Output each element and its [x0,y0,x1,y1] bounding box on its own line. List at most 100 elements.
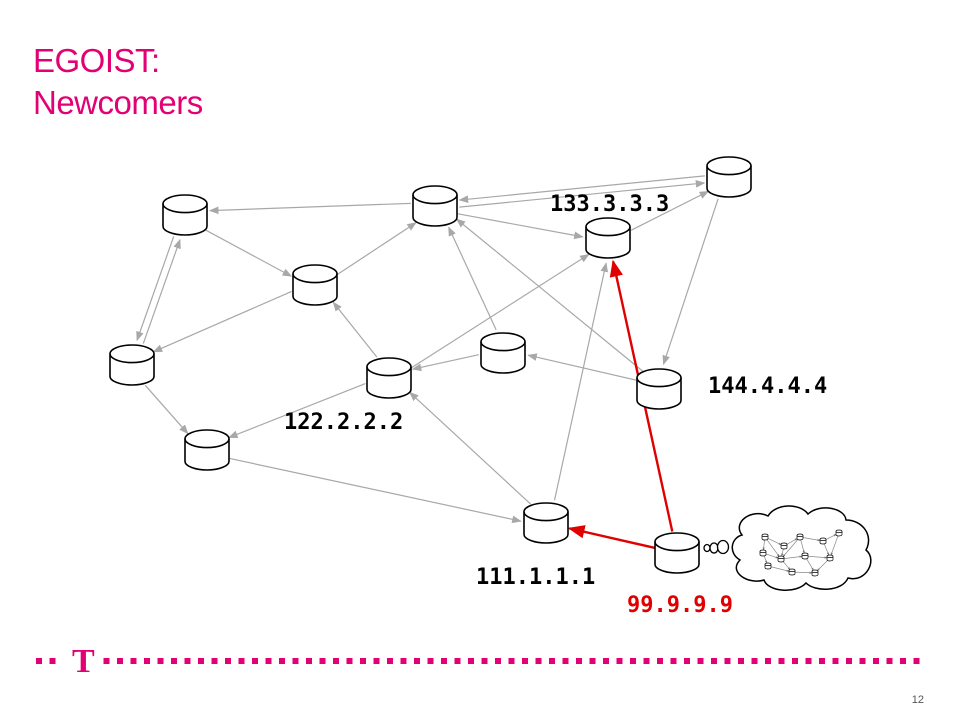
footer-dot [549,658,555,664]
footer-dot [346,658,353,664]
label-99: 99.9.9.9 [627,593,733,618]
edge-n1-n4 [204,228,293,277]
mini-router-icon [796,533,804,541]
footer-dot [144,658,150,664]
footer-dot [252,658,258,664]
footer-dot [562,658,569,664]
edge-n8-n5 [410,253,590,369]
mini-edge [830,535,839,556]
title-line-2: Newcomers [33,84,203,121]
mini-network [759,529,843,577]
mini-router-icon [780,542,788,550]
label-122: 122.2.2.2 [284,410,403,435]
mini-edge [783,555,803,559]
footer-dot [225,658,231,664]
footer-dot [427,658,434,664]
router-n4 [292,264,338,306]
edge-n9-n2 [455,218,644,372]
footer-dots [36,658,920,664]
mini-edge [762,539,765,551]
footer-dot [495,658,501,664]
router-n10 [184,429,230,471]
footer-dot [414,658,420,664]
label-133: 133.3.3.3 [550,192,669,217]
mini-edge [781,548,784,557]
footer-dot [535,658,542,664]
footer-dot [508,658,515,664]
footer-dot [913,658,920,664]
router-n12 [654,532,700,574]
edge-n4-n2 [336,222,417,276]
new-edge-n12-n11 [567,525,656,550]
footer-dot [859,658,866,664]
footer-dot [49,658,56,664]
footer-dot [400,658,407,664]
mini-edge [763,555,768,564]
mini-edge [782,539,799,557]
edge-n6-n10 [144,384,189,435]
telekom-t-icon: T [72,643,95,680]
router-n9 [636,368,682,410]
footer-dot [171,658,177,664]
mini-edge [794,571,813,574]
router-n6 [109,344,155,386]
footer-dot [387,658,393,664]
title-line-1: EGOIST: [33,42,160,79]
footer-dot [265,658,272,664]
footer-dot [846,658,852,664]
edge-n2-n1 [208,202,411,215]
edge-n2-n3 [459,179,706,208]
edge-n10-n11 [229,457,522,524]
mini-router-icon [826,554,834,562]
mini-router-icon [819,537,827,545]
footer-dot [603,658,609,664]
mini-edge [823,543,830,556]
footer-dot [211,658,218,664]
footer-dot [697,658,704,664]
mini-router-icon [761,533,769,541]
footer-dot [832,658,839,664]
footer-dot [36,658,42,664]
footer-dot [292,658,299,664]
router-n1 [162,194,208,236]
edge-n3-n2 [458,175,705,204]
mini-edge [825,534,837,540]
footer-dot [616,658,623,664]
footer-dot [360,658,366,664]
mini-router-icon [759,549,767,557]
mini-router-icon [777,555,785,563]
footer-dot [522,658,528,664]
footer-dot [130,658,137,664]
edge-n3-n9 [662,198,719,366]
router-n11 [523,502,569,544]
edge-n6-n1 [142,238,181,344]
footer-dot [751,658,758,664]
footer-dot [900,658,906,664]
footer-dot [306,658,312,664]
mini-edge [806,558,814,571]
footer-dot [238,658,245,664]
footer-dot [198,658,204,664]
mini-edge [807,555,828,559]
slide-title: EGOIST: Newcomers [33,40,203,124]
footer-dot [684,658,690,664]
router-n7 [480,332,526,374]
footer-dot [576,658,582,664]
node-layer [109,156,752,574]
footer-dot [103,658,110,664]
mini-router-icon [764,562,772,570]
footer-dot [589,658,596,664]
mini-router-icon [801,552,809,560]
page-number: 12 [911,694,924,706]
label-111: 111.1.1.1 [476,565,595,590]
router-n2 [412,185,458,227]
edge-n1-n6 [136,236,175,342]
router-n8 [366,357,412,399]
footer-dot [657,658,663,664]
footer-dot [738,658,744,664]
router-n3 [706,156,752,198]
thought-cloud-icon [703,505,872,591]
footer-dot [778,658,785,664]
edge-n11-n5 [553,262,609,501]
edge-layer [136,175,719,550]
